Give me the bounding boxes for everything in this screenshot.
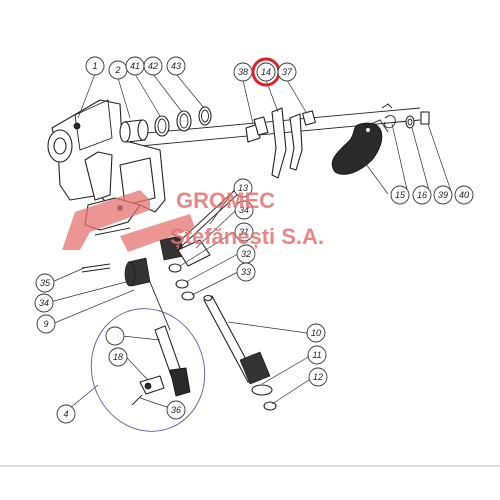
svg-text:1: 1 xyxy=(92,61,97,71)
callout-10: 10 xyxy=(306,323,326,343)
callout-16: 16 xyxy=(412,185,432,205)
bushing-2 xyxy=(119,119,149,143)
svg-text:39: 39 xyxy=(438,190,448,200)
callout-1: 1 xyxy=(85,56,105,76)
cam-disc-15 xyxy=(331,119,389,175)
svg-text:31: 31 xyxy=(239,227,249,237)
lever-14 xyxy=(271,107,303,179)
svg-text:13: 13 xyxy=(238,183,248,193)
svg-text:15: 15 xyxy=(395,190,406,200)
washer-33 xyxy=(181,291,195,301)
callout-39: 39 xyxy=(433,185,453,205)
callout-15: 15 xyxy=(390,185,410,205)
svg-text:4: 4 xyxy=(63,409,68,419)
svg-text:34: 34 xyxy=(39,298,49,308)
gear-9 xyxy=(124,257,171,331)
svg-text:36: 36 xyxy=(171,405,181,415)
svg-text:9: 9 xyxy=(43,319,48,329)
callout-41: 41 xyxy=(125,56,145,76)
svg-text:33: 33 xyxy=(241,267,251,277)
pin-35 xyxy=(81,263,111,273)
callout-blank xyxy=(105,326,125,346)
callout-4: 4 xyxy=(56,404,76,424)
callout-11: 11 xyxy=(307,345,327,365)
svg-text:42: 42 xyxy=(148,61,158,71)
nut-37 xyxy=(302,110,316,126)
callout-43: 43 xyxy=(166,56,186,76)
callout-38: 38 xyxy=(233,62,253,82)
callout-31: 31 xyxy=(234,222,254,242)
callout-34-lower: 34 xyxy=(34,293,54,313)
watermark-logo-mark xyxy=(62,190,195,252)
svg-text:38: 38 xyxy=(238,67,248,77)
callout-12: 12 xyxy=(308,367,328,387)
watermark-line1: GROMEC xyxy=(176,188,275,213)
callout-35: 35 xyxy=(35,273,55,293)
callout-33: 33 xyxy=(236,262,256,282)
callout-32: 32 xyxy=(236,244,256,264)
callout-42: 42 xyxy=(143,56,163,76)
svg-text:41: 41 xyxy=(130,61,140,71)
callout-18: 18 xyxy=(108,347,128,367)
callout-36: 36 xyxy=(166,400,186,420)
svg-text:43: 43 xyxy=(171,61,181,71)
watermark: GROMEC Ștefănești S.A. xyxy=(62,188,324,252)
washer-39 xyxy=(405,115,415,129)
svg-text:37: 37 xyxy=(282,67,293,77)
svg-text:12: 12 xyxy=(313,372,323,382)
svg-text:14: 14 xyxy=(261,67,271,77)
nut-40 xyxy=(420,111,430,125)
svg-text:32: 32 xyxy=(241,249,251,259)
washer-31 xyxy=(168,263,182,273)
assembly-4-outline xyxy=(90,308,206,432)
callout-14-highlighted: 14 xyxy=(251,57,281,87)
shaft-13 xyxy=(159,189,239,267)
ring-43 xyxy=(198,106,212,126)
callout-2: 2 xyxy=(108,60,128,80)
svg-text:18: 18 xyxy=(113,352,123,362)
washer-32 xyxy=(175,279,189,289)
ring-41 xyxy=(154,115,170,137)
bolt-38 xyxy=(245,116,269,143)
svg-text:2: 2 xyxy=(114,65,120,75)
clip-16 xyxy=(381,103,396,129)
callout-37: 37 xyxy=(277,62,297,82)
ring-42 xyxy=(176,110,192,132)
leader-lines xyxy=(49,73,453,409)
nut-12 xyxy=(263,401,277,411)
svg-text:11: 11 xyxy=(312,350,321,360)
callout-40: 40 xyxy=(454,185,474,205)
callout-9: 9 xyxy=(36,314,56,334)
callout-13: 13 xyxy=(233,178,253,198)
svg-text:34: 34 xyxy=(239,205,249,215)
watermark-line2: Ștefănești S.A. xyxy=(170,224,324,249)
svg-text:35: 35 xyxy=(40,278,51,288)
callout-34-upper: 34 xyxy=(234,200,254,220)
shaft-10 xyxy=(203,294,273,396)
svg-text:16: 16 xyxy=(417,190,427,200)
svg-text:40: 40 xyxy=(459,190,469,200)
svg-text:10: 10 xyxy=(311,328,321,338)
